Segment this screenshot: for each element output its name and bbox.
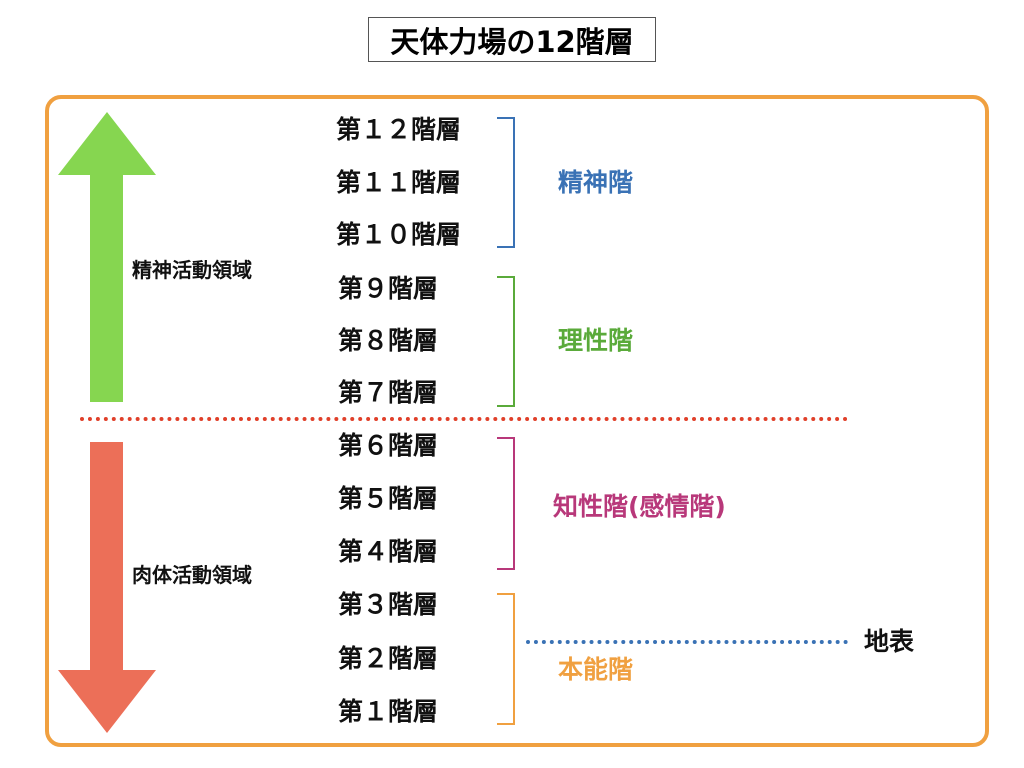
group-label-reason: 理性階 <box>558 326 634 355</box>
lower-region-label: 肉体活動領域 <box>132 563 252 587</box>
floor-label: 第１１階層 <box>336 168 462 197</box>
floor-label: 第４階層 <box>338 537 439 566</box>
surface-line <box>526 640 848 644</box>
floor-label: 第３階層 <box>338 590 439 619</box>
floor-label: 第５階層 <box>338 484 439 513</box>
bracket-intellect <box>497 437 515 570</box>
floor-label: 第２階層 <box>338 644 439 673</box>
floor-label: 第１階層 <box>338 697 439 726</box>
group-label-spirit: 精神階 <box>558 168 634 197</box>
floor-label: 第１２階層 <box>336 115 462 144</box>
bracket-reason <box>497 276 515 407</box>
surface-label: 地表 <box>864 627 915 656</box>
floor-label: 第７階層 <box>338 378 439 407</box>
floor-label: 第６階層 <box>338 431 439 460</box>
spirit-body-divider <box>80 417 848 421</box>
bracket-instinct <box>497 593 515 725</box>
floor-label: 第９階層 <box>338 274 439 303</box>
upper-region-label: 精神活動領域 <box>132 258 252 282</box>
up-arrow-icon <box>58 112 156 402</box>
diagram-title: 天体力場の12階層 <box>368 17 656 62</box>
down-arrow-icon <box>58 442 156 733</box>
group-label-instinct: 本能階 <box>558 655 634 684</box>
diagram-frame <box>45 95 989 747</box>
bracket-spirit <box>497 117 515 248</box>
group-label-intellect: 知性階(感情階) <box>553 492 726 521</box>
floor-label: 第８階層 <box>338 326 439 355</box>
floor-label: 第１０階層 <box>336 220 462 249</box>
